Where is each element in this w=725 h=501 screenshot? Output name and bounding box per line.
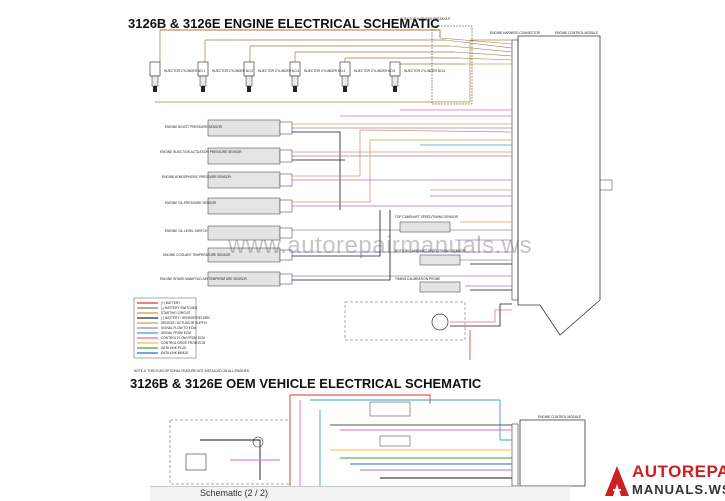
ecm-label: ENGINE CONTROL MODULE [555,31,598,35]
oil-level-label: ENGINE OIL LEVEL SWITCH [165,229,208,233]
ecm-side-connector [600,179,613,191]
injector-6-label: INJECTOR CYLINDER NO.6 [404,69,445,73]
injector-6 [389,61,401,92]
oem-dashed-box [169,419,291,485]
timing-cal-probe [419,281,461,293]
bottom-cam-speed-sensor [419,254,461,266]
injection-actuation-sensor [207,147,293,165]
boost-pressure-sensor [207,119,293,137]
sheet-tab[interactable]: Schematic (2 / 2) [200,488,269,498]
injector-supply-wire [155,39,512,103]
legend-label: CONTROL DRIVE FROM ECM [161,341,206,345]
injector-return-wire [160,29,441,38]
legend-label: SIGNAL FLOW TO ECM [161,326,196,330]
brand-logo: AUTOREPAIR MANUALS.WS [604,462,725,498]
legend-label: DATA LINK PLUS [161,346,186,350]
oem-ecm-outline [519,419,586,487]
injector-2-label: INJECTOR CYLINDER NO.2 [212,69,253,73]
note-a: NOTE A: THIS IS AN OPTIONAL FEATURE NOT … [134,369,250,373]
injector-3-label: INJECTOR CYLINDER NO.3 [258,69,299,73]
injector-1-label: INJECTOR CYLINDER NO.1 [164,69,205,73]
atmospheric-pressure-sensor [207,171,293,189]
ecm-outline [517,35,601,336]
top-cam-speed-label: TOP CAMSHAFT SPEED/TIMING SENSOR [395,215,459,219]
oem-ecm-label: ENGINE CONTROL MODULE [538,415,581,419]
injector-3 [243,61,255,92]
oem-schematic-title: 3126B & 3126E OEM VEHICLE ELECTRICAL SCH… [130,376,482,391]
injector-2 [197,61,209,92]
legend-label: CONTROL FLOW FROM ECM [161,336,205,340]
bottom-cam-speed-label: BOTTOM CAMSHAFT SPEED/TIMING SENSOR [395,249,466,253]
oil-pressure-sensor [207,197,293,215]
top-cam-speed-sensor [399,221,451,233]
injector-5 [339,61,351,92]
injection-sensor-label: ENGINE INJECTION ACTUATION PRESSURE SENS… [160,150,242,154]
oem-switch-block [379,435,411,447]
sensor-signal-wires [292,109,513,291]
timing-probe-circle [431,313,449,331]
watermark-text: www.autorepairmanuals.ws [228,232,533,259]
injector-4 [289,61,301,92]
legend-label: DATA LINK MINUS [161,351,188,355]
brand-logo-icon [605,466,629,496]
oil-level-switch [207,225,293,241]
injector-5-label: INJECTOR CYLINDER NO.5 [354,69,395,73]
oem-key-switch [185,453,207,471]
legend-lines: (+) BATTERY(-) BATTERY SWITCHEDSTARTING … [137,301,210,355]
bottom-toolbar [150,486,570,501]
legend-label: (-) BATTERY SWITCHED [161,306,198,310]
timing-connector-group [344,301,466,341]
oem-connector-strip [511,423,519,487]
intake-air-temp-sensor [207,271,293,287]
legend-label: STARTING CIRCUIT [161,311,191,315]
boost-sensor-label: ENGINE BOOST PRESSURE SENSOR [165,125,223,129]
harness-top-label: INJECTOR HARNESS BREAKOUT [400,17,451,21]
legend-label: SENSOR / ACTUATOR SUPPLY [161,321,208,325]
brand-line-1: AUTOREPAIR [632,462,725,481]
engine-harness-label: ENGINE HARNESS CONNECTOR [490,31,541,35]
oem-wires [200,394,512,486]
injector-1 [149,61,161,92]
atmospheric-sensor-label: ENGINE ATMOSPHERIC PRESSURE SENSOR [162,175,232,179]
legend-label: (-) BATTERY / SENSOR RETURN [161,316,210,320]
oil-sensor-label: ENGINE OIL PRESSURE SENSOR [165,201,217,205]
ecm-connector-strip [511,39,519,301]
injector-wires [159,30,513,65]
harness-connector-block [431,25,473,105]
oem-lamp-block [369,401,411,417]
coolant-temp-label: ENGINE COOLANT TEMPERATURE SENSOR [163,253,231,257]
oem-relay [252,436,264,448]
brand-line-2: MANUALS.WS [632,482,725,497]
legend-label: SIGNAL FROM ECM [161,331,191,335]
engine-schematic-title: 3126B & 3126E ENGINE ELECTRICAL SCHEMATI… [128,16,440,31]
legend-label: (+) BATTERY [161,301,181,305]
injector-4-label: INJECTOR CYLINDER NO.4 [304,69,345,73]
coolant-temp-sensor [207,247,293,263]
timing-cal-label: TIMING CALIBRATION PROBE [395,277,440,281]
intake-air-temp-label: ENGINE INTAKE MANIFOLD AIR TEMPERATURE S… [160,277,247,281]
